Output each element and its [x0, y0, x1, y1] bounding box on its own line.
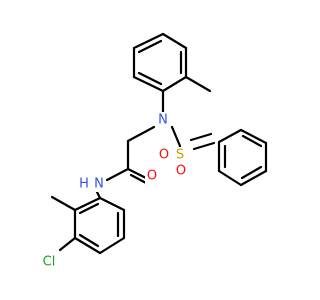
bond [50, 195, 77, 212]
atom-hydrogen-amide: H [79, 177, 89, 192]
bond [73, 196, 102, 212]
bond [189, 132, 213, 142]
atom-nitrogen-amide: N [94, 177, 104, 192]
bonds [50, 32, 268, 255]
bond [241, 134, 263, 148]
bond [78, 233, 100, 248]
chemical-structure: N S O O O N H Cl [38, 32, 268, 270]
bond [170, 125, 182, 148]
bond [95, 190, 102, 200]
bond [98, 196, 126, 212]
bond [217, 169, 243, 187]
bond [129, 173, 148, 185]
atom-oxygen-sulfonyl-1: O [159, 148, 169, 163]
bond [132, 75, 165, 93]
bond [217, 128, 243, 144]
atom-nitrogen-sulfonamide: N [158, 113, 168, 128]
bond [73, 236, 102, 255]
bond [161, 32, 188, 50]
atom-chlorine: Cl [43, 255, 56, 270]
bond [132, 32, 165, 50]
atom-sulfur: S [176, 148, 184, 163]
bond [137, 39, 163, 54]
bond [105, 167, 130, 182]
bond [239, 169, 268, 187]
bond [192, 141, 216, 151]
bond [240, 165, 263, 180]
atom-labels: N S O O O N H Cl [38, 112, 188, 270]
atom-oxygen-carbonyl: O [147, 169, 157, 184]
bond [78, 202, 100, 215]
bond [137, 71, 163, 86]
bond [126, 125, 156, 143]
bond [58, 236, 77, 252]
bond [184, 75, 212, 93]
atom-oxygen-sulfonyl-2: O [176, 164, 186, 179]
bond [126, 167, 148, 180]
bond [98, 236, 126, 255]
bond [161, 75, 188, 93]
bond [239, 128, 268, 145]
